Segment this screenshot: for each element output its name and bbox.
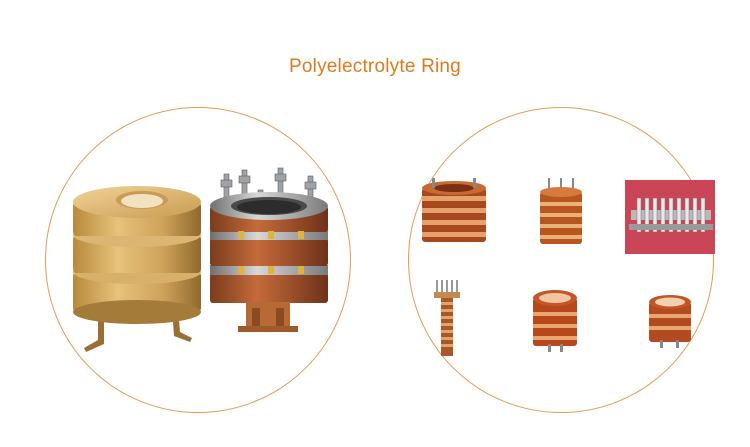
capped-slip-ring-medium-image xyxy=(533,290,577,352)
spiral-shaft-image xyxy=(434,280,460,356)
page-title: Polyelectrolyte Ring xyxy=(289,56,461,77)
capped-slip-ring-small-image xyxy=(649,295,691,348)
bolted-slip-ring-image xyxy=(210,167,328,332)
copper-ring-stack-image xyxy=(422,178,486,242)
right-product-circle xyxy=(408,107,714,413)
brush-holder-photo xyxy=(625,180,715,254)
pinned-slip-ring-image xyxy=(540,178,582,244)
brass-slip-ring-image xyxy=(73,186,201,352)
